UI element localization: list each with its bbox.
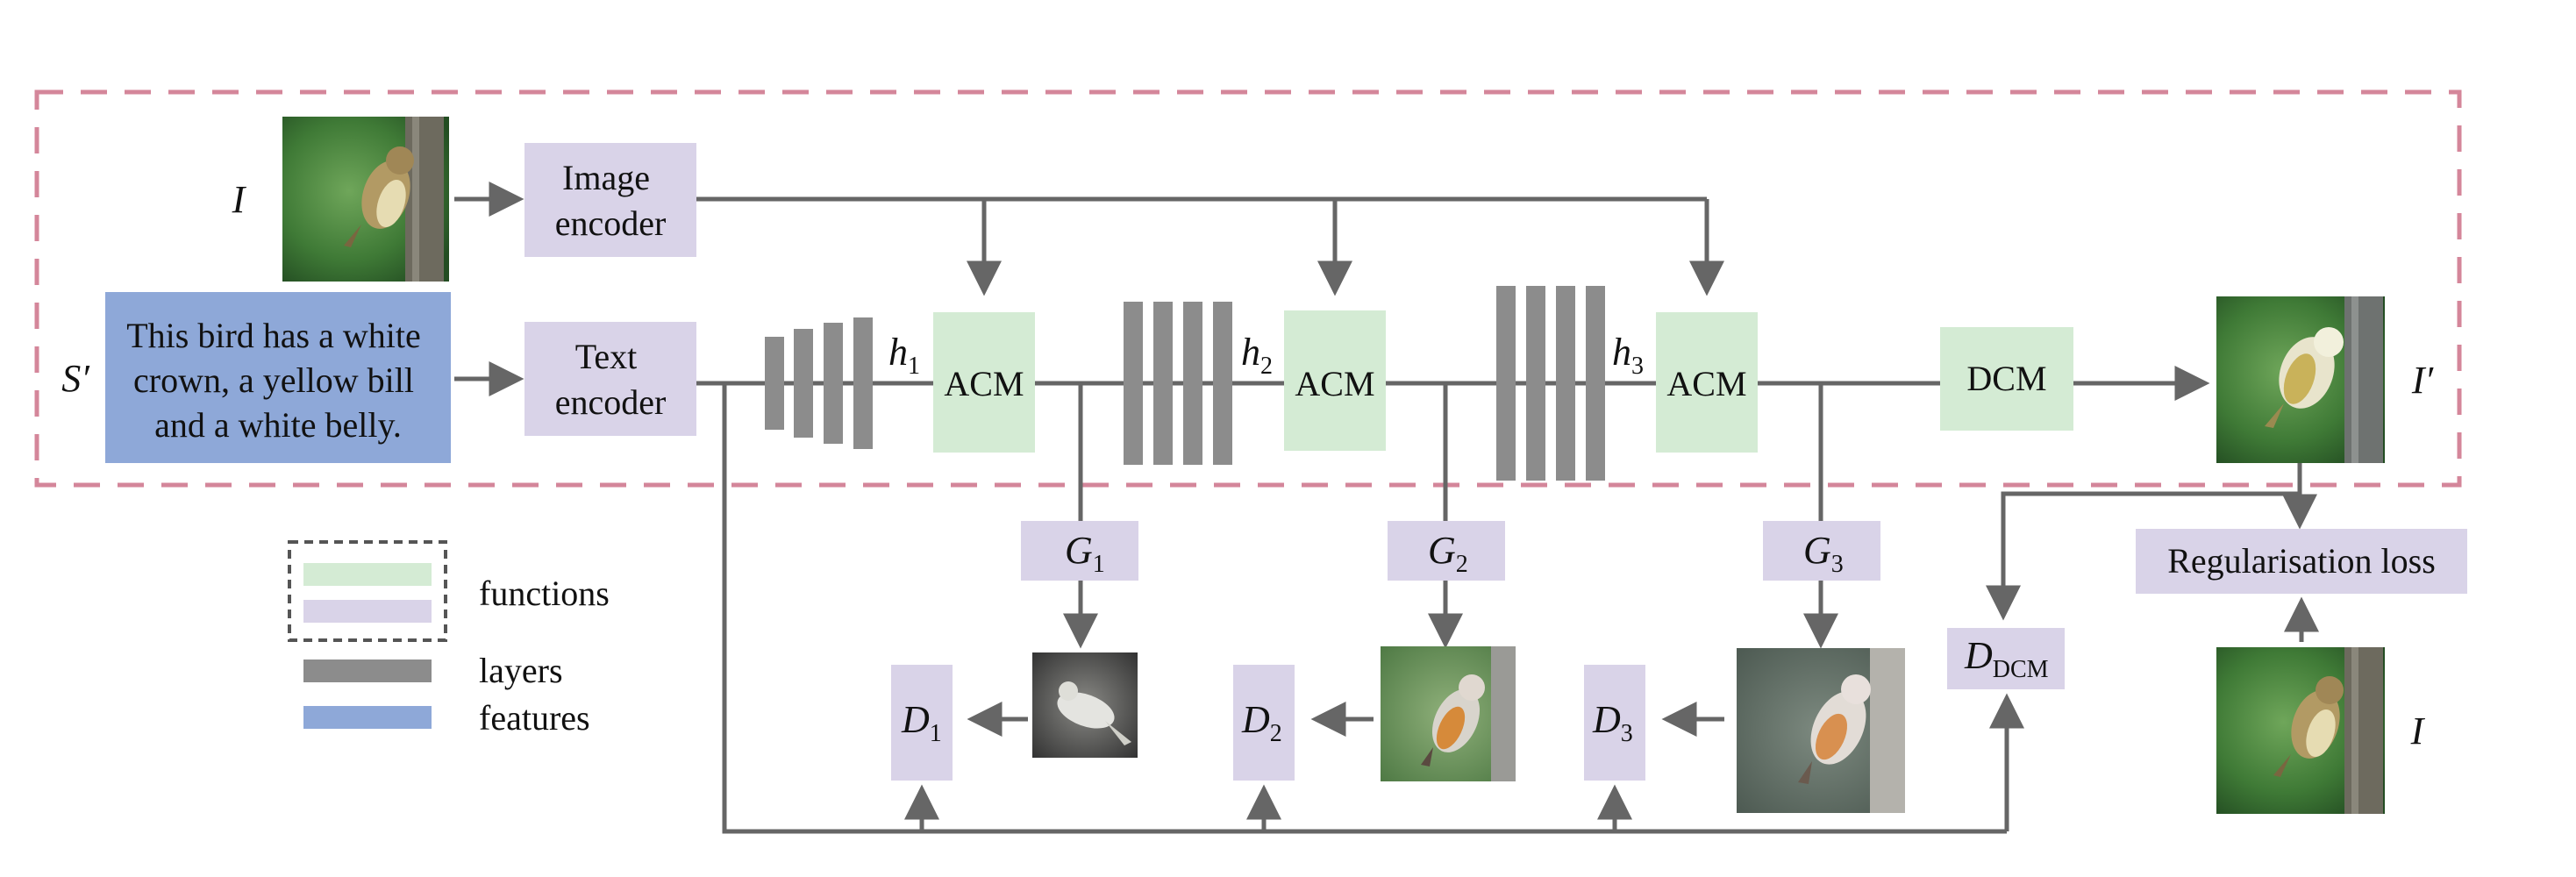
hidden-state-h3: h3 [1612, 331, 1644, 380]
generated-image-3 [1737, 648, 1905, 813]
hidden-state-h1: h1 [888, 331, 920, 380]
regularisation-loss-label: Regularisation loss [2167, 541, 2436, 581]
generator-g2-label: G2 [1428, 529, 1468, 578]
legend-acm-swatch [303, 563, 432, 586]
generated-image-2 [1381, 646, 1516, 781]
real-image-label: I [2410, 709, 2426, 752]
dcm-box [1940, 327, 2073, 431]
text-label: S′ [61, 357, 90, 400]
legend: functions layers features [288, 540, 610, 738]
discriminator-d2-box [1233, 665, 1295, 781]
generated-image-1 [1032, 652, 1138, 758]
discriminator-d3-box [1584, 665, 1645, 781]
layer-stack-2 [1124, 302, 1232, 465]
hidden-state-h2: h2 [1241, 331, 1273, 380]
discriminator-d1-box [891, 665, 953, 781]
text-encoder-label: Text encoder [555, 337, 667, 422]
legend-layers-swatch [303, 660, 432, 682]
layer-stack-1 [765, 317, 873, 449]
generator-g2-box [1388, 521, 1505, 581]
generator-g1-box [1021, 521, 1138, 581]
layer-stack-3 [1496, 286, 1605, 481]
input-image-label: I [232, 178, 247, 221]
generator-g3-label: G3 [1803, 529, 1844, 578]
text-description: This bird has a white crown, a yellow bi… [126, 316, 430, 445]
legend-encoder-swatch [303, 600, 432, 623]
generator-g3-box [1763, 521, 1880, 581]
acm-box-3 [1656, 312, 1758, 453]
legend-features-swatch [303, 706, 432, 729]
acm-label-1: ACM [944, 364, 1024, 403]
image-encoder-label: Image encoder [555, 158, 667, 243]
acm-box-2 [1284, 310, 1386, 451]
discriminator-d2-label: D2 [1241, 698, 1282, 747]
discriminator-dcm-label: DDCM [1964, 634, 2049, 683]
legend-layers-label: layers [479, 651, 563, 690]
dcm-label: DCM [1966, 359, 2046, 398]
legend-functions-label: functions [479, 574, 610, 613]
text-feature-box [105, 292, 451, 463]
legend-features-label: features [479, 698, 590, 738]
image-encoder-box [524, 143, 696, 257]
input-bird-image [282, 117, 449, 282]
acm-box-1 [933, 312, 1035, 453]
arrow-output-to-ddcm [1986, 491, 2300, 621]
discriminator-d1-label: D1 [901, 698, 942, 747]
discriminator-d3-label: D3 [1592, 698, 1633, 747]
generator-g1-label: G1 [1065, 529, 1105, 578]
real-bird-image [2216, 647, 2385, 814]
output-bird-image [2216, 296, 2385, 463]
discriminator-dcm-box [1947, 628, 2065, 689]
text-encoder-box [524, 322, 696, 436]
output-image-label: I′ [2411, 359, 2435, 402]
legend-functions-frame [288, 540, 447, 642]
text-feature-bypass-line [722, 383, 2007, 834]
regularisation-loss-box [2136, 529, 2467, 594]
acm-label-2: ACM [1295, 364, 1374, 403]
acm-label-3: ACM [1666, 364, 1746, 403]
